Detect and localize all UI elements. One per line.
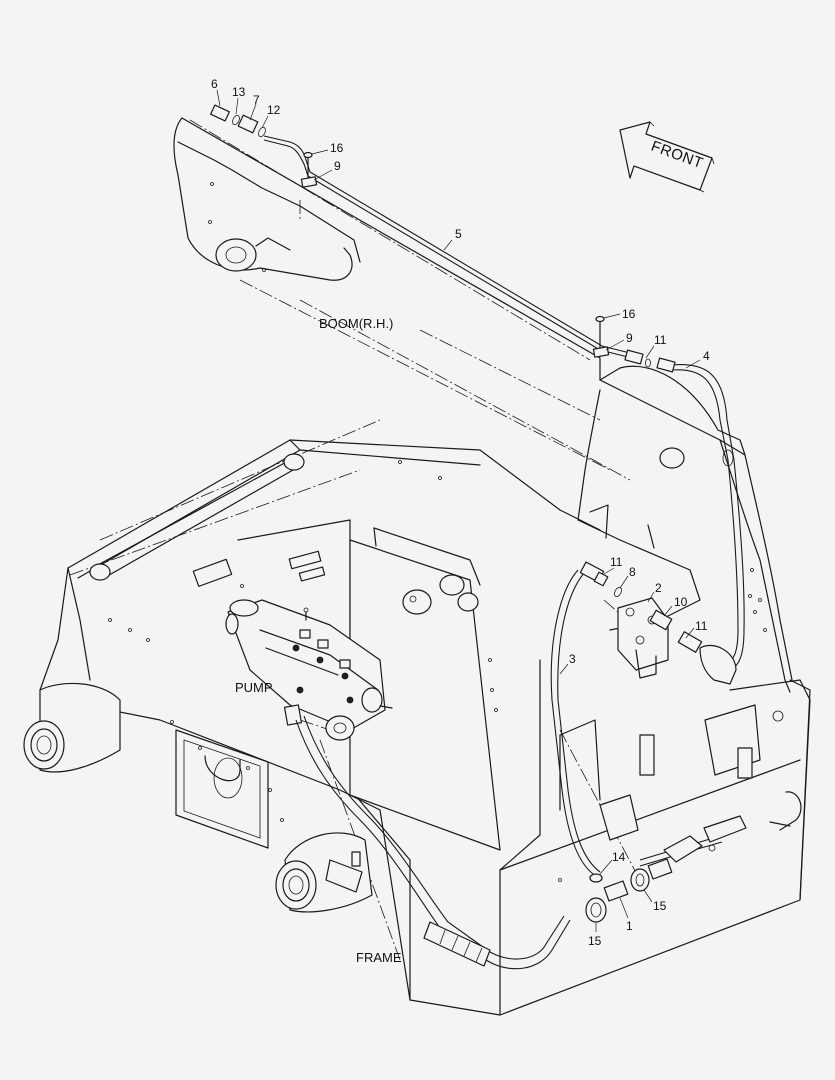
callout-13: 13	[232, 85, 246, 99]
hydraulic-pump	[225, 599, 393, 741]
label-pump: PUMP	[235, 680, 273, 695]
label-frame: FRAME	[356, 950, 402, 965]
callout-11-boom: 11	[654, 333, 667, 347]
front-axle-housing	[275, 832, 373, 913]
callout-9-top: 9	[334, 159, 341, 173]
callout-5: 5	[455, 227, 462, 241]
callout-14: 14	[612, 850, 626, 864]
callout-15-right: 15	[653, 899, 667, 913]
frame-bolts	[108, 460, 757, 882]
callout-6: 6	[211, 77, 218, 91]
fittings	[210, 104, 747, 923]
rear-axle-housing	[23, 682, 121, 773]
callout-7: 7	[253, 93, 260, 107]
callout-12: 12	[267, 103, 281, 117]
callout-1: 1	[626, 919, 633, 933]
component-labels: BOOM(R.H.) PUMP FRAME	[235, 316, 402, 965]
callout-10: 10	[674, 595, 688, 609]
label-boom: BOOM(R.H.)	[319, 316, 393, 331]
callout-3: 3	[569, 652, 576, 666]
callout-4: 4	[703, 349, 710, 363]
main-frame	[39, 439, 811, 1016]
callout-16-top: 16	[330, 141, 344, 155]
hose-routing	[263, 135, 745, 970]
callout-8: 8	[629, 565, 636, 579]
callout-9-lower: 9	[626, 331, 633, 345]
callout-11-mid: 11	[610, 555, 623, 569]
callouts: 6 13 7 12 16 9 5 16 9 11 4 11 8 2 10 11 …	[211, 77, 710, 948]
centerlines	[69, 119, 651, 961]
front-arrow: FRONT	[619, 121, 715, 193]
callout-15-left: 15	[588, 934, 602, 948]
callout-11-lower: 11	[695, 619, 708, 633]
callout-16-lower: 16	[622, 307, 636, 321]
leader-lines	[216, 89, 701, 932]
boom-rh	[173, 117, 793, 693]
callout-2: 2	[655, 581, 662, 595]
